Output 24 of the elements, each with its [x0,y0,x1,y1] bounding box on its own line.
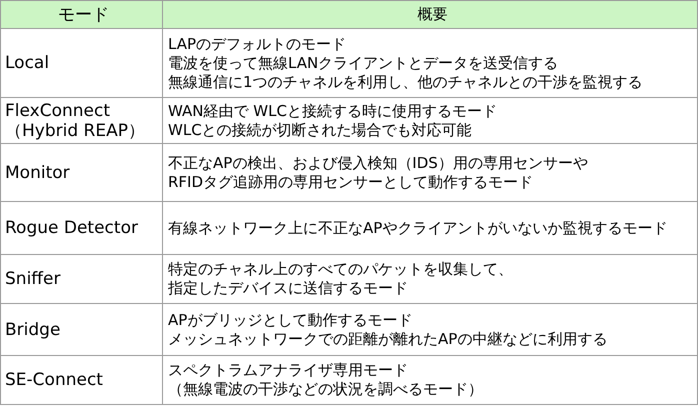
mode-name: Rogue Detector [5,218,138,238]
description-text: 無線通信に1つのチャネルを利用し、他のチャネルとの干渉を監視する [168,72,643,92]
description-text: 不正なAPの検出、および侵入検知（IDS）用の専用センサーや [168,154,588,172]
description-text: RFIDタグ追跡用の専用センサーとして動作するモード [168,172,534,192]
description-text: APがブリッジとして動作するモード [168,310,412,330]
mode-name: FlexConnect [5,100,110,120]
description-text: 有線ネットワーク上に不正なAPやクライアントがいないか監視するモード [168,218,668,238]
description-text: LAPのデフォルトのモード [168,34,346,54]
description-text: スペクトラムアナライザ専用モード [168,361,408,380]
mode-name: Local [5,53,50,73]
description-text: 電波を使って無線LANクライアントとデータを送受信する [168,54,558,72]
mode-name: SE-Connect [5,370,103,390]
column-header: モード [58,4,109,24]
description-text: 特定のチャネル上のすべてのパケットを収集して、 [168,260,513,279]
description-text: メッシュネットワークでの距離が離れたAPの中継などに利用する [168,330,608,348]
mode-name: （Hybrid REAP） [5,120,145,140]
description-text: （無線電波の干渉などの状況を調べるモード） [168,380,483,399]
mode-name: Monitor [5,162,70,182]
description-text: 指定したデバイスに送信するモード [168,279,408,298]
description-text: WLCとの接続が切断された場合でも対応可能 [168,120,472,140]
mode-name: Sniffer [5,269,60,289]
mode-name: Bridge [5,320,60,340]
column-header: 概要 [418,5,448,24]
description-text: WAN経由で WLCと接続する時に使用するモード [168,102,497,120]
